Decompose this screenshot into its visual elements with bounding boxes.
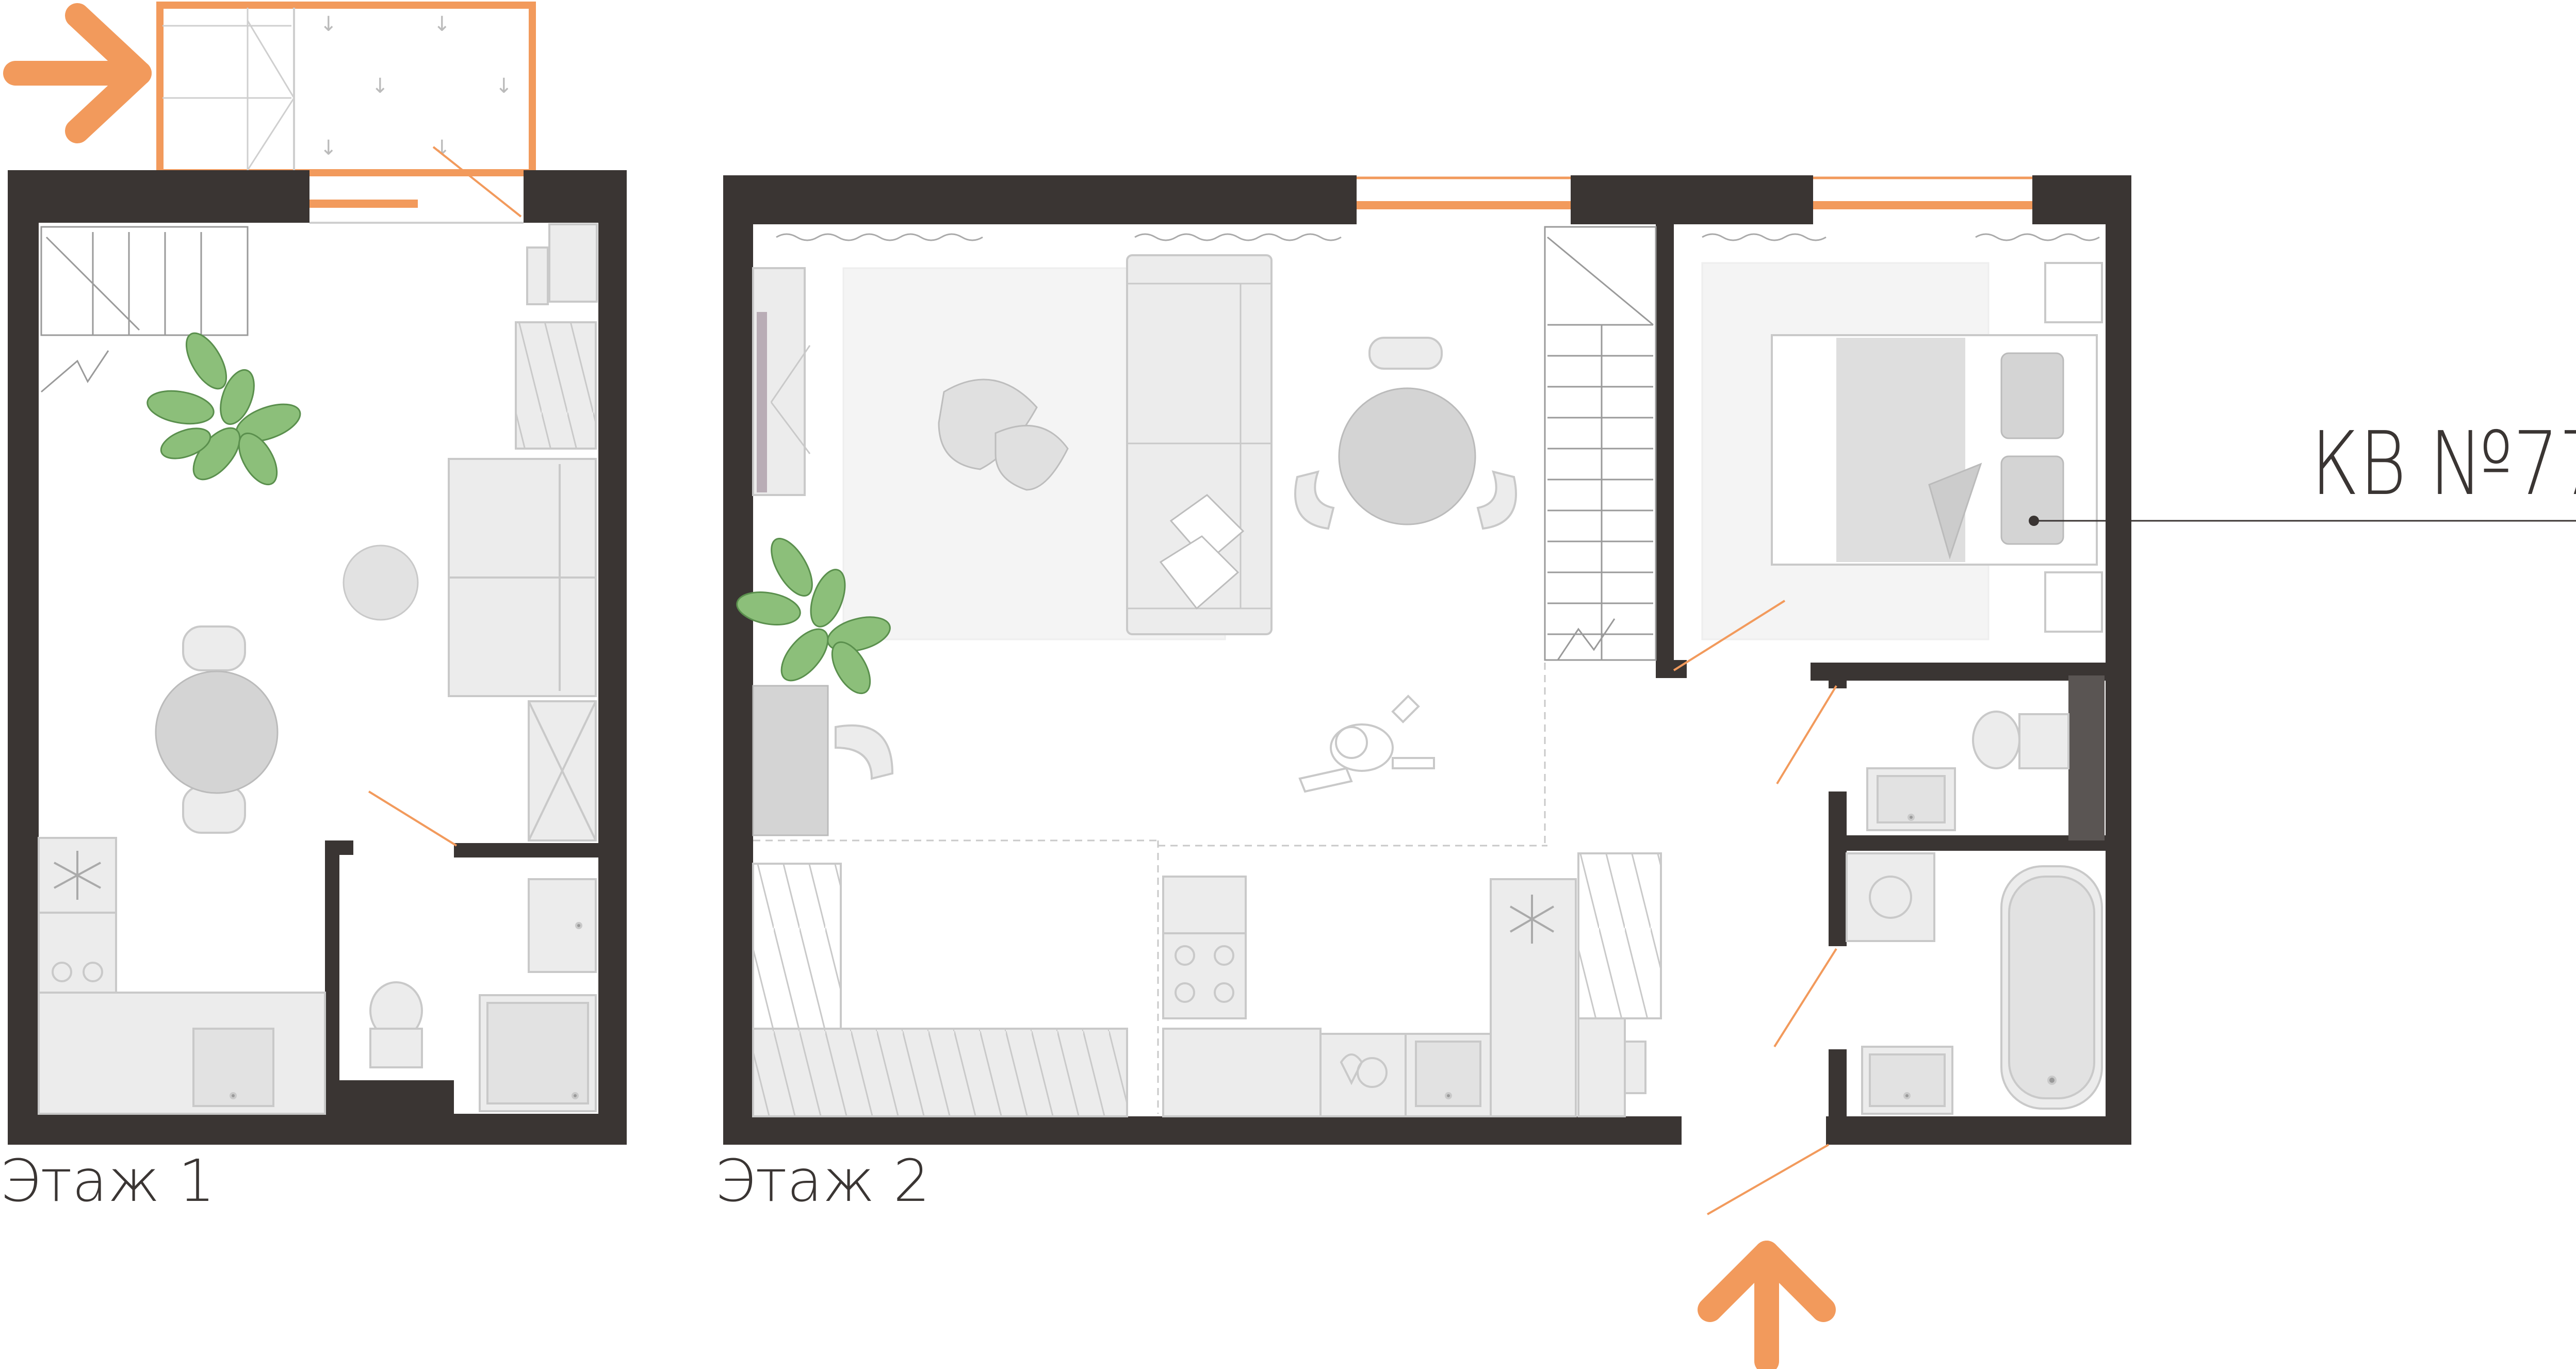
floor-2-windows [776,176,2100,241]
floor-2-dining [1294,337,1517,530]
floor-2-staircase [1544,226,1657,661]
floor-1-staircase [40,226,249,393]
balcony: ↓ ↓ ↓ ↓ ↓ ↓ [156,2,536,176]
floor-2-plan [723,175,2576,1369]
floor-2-kitchen [752,852,1662,1117]
snowflake-icon [54,851,101,900]
floor-1-tables [155,545,419,834]
floor-2-bedroom [1701,262,2103,640]
floor-1-furniture-right [448,223,598,842]
floor-2-desk [752,685,894,836]
floor-2-label: Этаж 2 [715,1148,930,1215]
svg-text:↓: ↓ [371,74,389,98]
floor-2-zone-lines [753,663,1547,1114]
floor-1-bathroom [369,878,597,1112]
apartment-leader-line [2029,516,2576,526]
arrow-right-icon [3,3,152,143]
floor-2-walls [723,175,2131,1145]
floor-1-kitchen [38,837,326,1115]
floor-1-label: Этаж 1 [0,1148,215,1215]
floor-1-plan: ↓ ↓ ↓ ↓ ↓ ↓ [3,2,627,1145]
plant-icon [146,332,301,486]
person-icon [1298,695,1435,793]
apartment-number-label: КВ №77 [2311,413,2576,515]
svg-text:↓: ↓ [433,12,451,36]
plant-icon [736,538,891,695]
floor-1-walls [8,170,627,1145]
floor-2-door-swings [1673,600,1837,1215]
floor-2-living [752,254,1273,640]
floor-1-window [309,146,524,224]
floor-2-bathroom [1846,711,2103,1115]
floor-1-door-swing [368,790,458,847]
snowflake-icon [1509,895,1555,944]
svg-text:↓: ↓ [320,136,337,160]
svg-text:↓: ↓ [320,12,337,36]
svg-text:↓: ↓ [495,74,513,98]
arrow-up-icon [1698,1241,1836,1369]
